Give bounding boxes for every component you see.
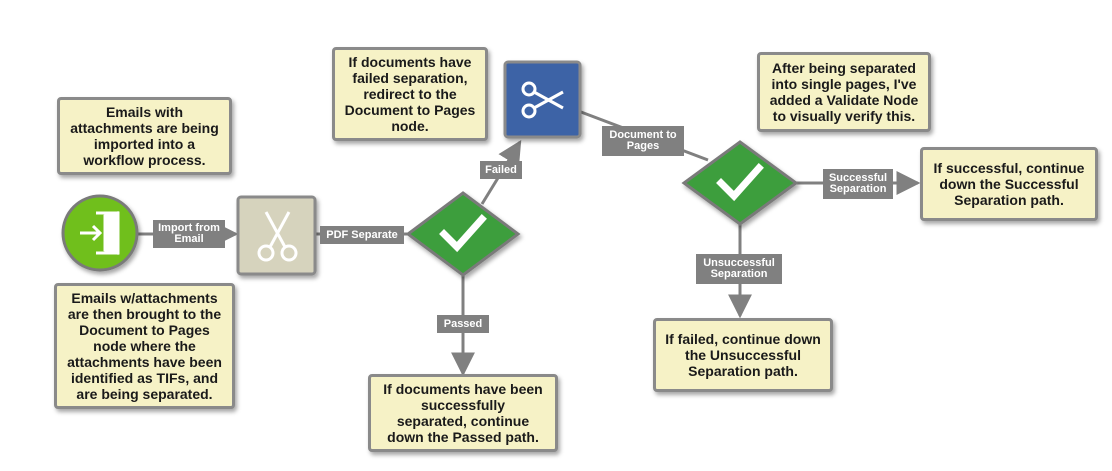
label-document-to-pages: Document to Pages — [602, 126, 684, 156]
decision-node-passed-failed[interactable] — [405, 191, 521, 277]
label-passed: Passed — [437, 315, 489, 333]
note-email-separated: Emails w/attachments are then brought to… — [54, 283, 235, 409]
note-email-import: Emails with attachments are being import… — [57, 97, 232, 175]
label-failed: Failed — [480, 161, 522, 179]
scissors-icon — [521, 81, 564, 119]
scissors-icon — [257, 211, 298, 262]
checkmark-icon — [716, 163, 764, 202]
door-enter-icon — [80, 211, 120, 255]
checkmark-icon — [439, 214, 487, 253]
label-successful-separation: Successful Separation — [823, 169, 893, 199]
note-successful-continue: If successful, continue down the Success… — [920, 147, 1098, 221]
decision-node-validate[interactable] — [681, 140, 799, 226]
note-failed-redirect: If documents have failed separation, red… — [332, 47, 488, 141]
label-pdf-separate: PDF Separate — [320, 226, 404, 244]
document-to-pages-node[interactable] — [503, 60, 582, 139]
label-import-from-email: Import from Email — [153, 220, 225, 248]
note-passed-continue: If documents have been successfully sepa… — [368, 374, 558, 452]
note-validate-node: After being separated into single pages,… — [757, 52, 931, 132]
label-unsuccessful-separation: Unsuccessful Separation — [696, 254, 782, 284]
note-unsuccessful-continue: If failed, continue down the Unsuccessfu… — [653, 318, 833, 392]
